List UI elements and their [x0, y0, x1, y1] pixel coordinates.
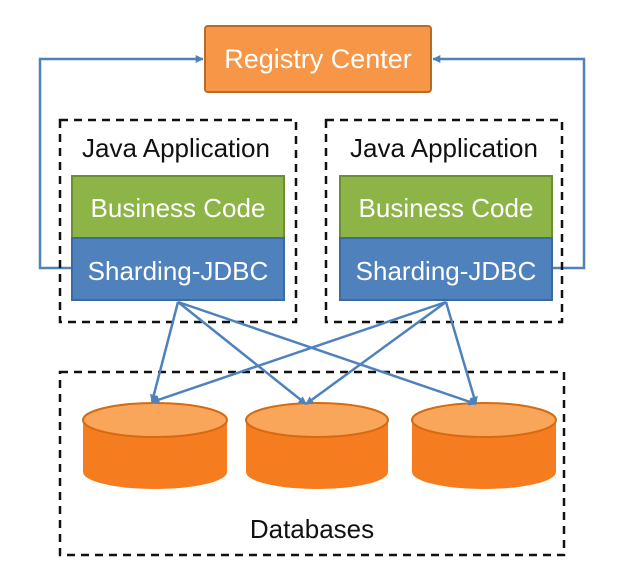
database-cylinder-1-body: [83, 420, 227, 489]
registry-connector-right: [432, 55, 586, 270]
business-code-left-label: Business Code: [91, 193, 266, 223]
databases-label: Databases: [250, 514, 374, 544]
left-to-db3-arrow: [177, 300, 477, 406]
sharding-jdbc-left-label: Sharding-JDBC: [88, 256, 269, 286]
sharding-jdbc-right-label: Sharding-JDBC: [356, 256, 537, 286]
java-application-left-border: [58, 118, 298, 324]
java-application-left-title: Java Application: [82, 133, 270, 163]
database-cylinder-3-top: [411, 402, 557, 438]
database-cylinder-1-top: [82, 402, 228, 438]
sharding-jdbc-left-box: [71, 237, 285, 301]
database-connectors: [149, 300, 478, 406]
database-cylinder-3-body: [412, 420, 556, 489]
business-code-right-box: [339, 175, 553, 239]
registry-center-box: [204, 25, 432, 93]
database-cylinder-1: [82, 402, 228, 489]
java-application-right-border: [324, 118, 564, 324]
registry-connector-left: [38, 55, 204, 270]
database-cylinder-2-top: [245, 402, 389, 438]
business-code-right-label: Business Code: [359, 193, 534, 223]
right-to-db1-arrow: [151, 300, 447, 404]
right-to-db2-arrow: [305, 300, 447, 406]
databases-border: [58, 370, 566, 557]
registry-connectors: [38, 55, 586, 270]
registry-center-label: Registry Center: [224, 44, 412, 74]
java-application-right: Java Application Business Code Sharding-…: [324, 118, 564, 324]
java-application-left: Java Application Business Code Sharding-…: [58, 118, 298, 324]
java-application-right-title: Java Application: [350, 133, 538, 163]
sharding-jdbc-right-box: [339, 237, 553, 301]
left-to-db2-arrow: [177, 301, 307, 405]
registry-center: Registry Center: [204, 25, 432, 93]
database-cylinder-2-body: [246, 420, 388, 489]
right-to-db3-arrow: [444, 301, 478, 405]
databases-group: Databases: [58, 370, 566, 557]
database-cylinder-3: [411, 402, 557, 489]
database-cylinder-2: [245, 402, 389, 489]
left-to-db1-arrow: [149, 301, 180, 403]
